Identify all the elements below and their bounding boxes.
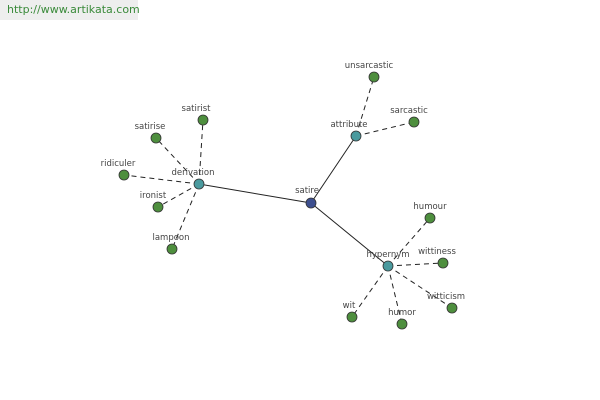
label-attribute[interactable]: attribute <box>330 120 367 130</box>
label-humour[interactable]: humour <box>413 202 447 212</box>
edge-derivation-ridiculer <box>123 174 200 185</box>
label-hypernym[interactable]: hypernym <box>366 250 409 260</box>
node-hypernym[interactable] <box>382 260 394 272</box>
edge-satire-attribute <box>310 135 357 204</box>
label-wit[interactable]: wit <box>343 301 356 311</box>
edge-hypernym-wit <box>351 265 389 318</box>
edge-hypernym-humor <box>387 265 403 325</box>
label-witticism[interactable]: witticism <box>427 292 465 302</box>
label-ironist[interactable]: ironist <box>140 191 167 201</box>
node-wit[interactable] <box>346 311 358 323</box>
label-unsarcastic[interactable]: unsarcastic <box>345 61 394 71</box>
node-unsarcastic[interactable] <box>368 71 380 83</box>
edge-derivation-ironist <box>157 183 200 208</box>
labels-layer: satire derivation attribute hypernym satiris… <box>101 61 465 318</box>
edge-satire-hypernym <box>310 202 389 267</box>
label-ridiculer[interactable]: ridiculer <box>101 159 136 169</box>
edge-derivation-satirise <box>155 137 200 185</box>
node-humour[interactable] <box>424 212 436 224</box>
node-humor[interactable] <box>396 318 408 330</box>
source-url-banner[interactable]: http://www.artikata.com <box>0 0 140 20</box>
node-satirise[interactable] <box>150 132 162 144</box>
label-lampoon[interactable]: lampoon <box>152 233 189 243</box>
node-satirist[interactable] <box>197 114 209 126</box>
label-sarcastic[interactable]: sarcastic <box>390 106 428 116</box>
node-ridiculer[interactable] <box>118 169 130 181</box>
label-satirise[interactable]: satirise <box>135 122 166 132</box>
edge-satire-derivation <box>198 183 312 204</box>
edge-hypernym-wittiness <box>387 262 444 267</box>
edge-attribute-sarcastic <box>355 121 415 137</box>
node-witticism[interactable] <box>446 302 458 314</box>
edge-hypernym-humour <box>387 217 431 267</box>
node-lampoon[interactable] <box>166 243 178 255</box>
edge-derivation-satirist <box>198 119 204 185</box>
label-humor[interactable]: humor <box>388 308 416 318</box>
edge-derivation-lampoon <box>171 183 200 250</box>
node-wittiness[interactable] <box>437 257 449 269</box>
node-attribute[interactable] <box>350 130 362 142</box>
node-derivation[interactable] <box>193 178 205 190</box>
label-wittiness[interactable]: wittiness <box>418 247 456 257</box>
label-satire[interactable]: satire <box>295 186 319 196</box>
edges-layer <box>123 76 453 325</box>
nodes-layer <box>118 71 458 330</box>
node-satire[interactable] <box>305 197 317 209</box>
edge-hypernym-witticism <box>387 265 453 309</box>
node-ironist[interactable] <box>152 201 164 213</box>
node-sarcastic[interactable] <box>408 116 420 128</box>
edge-attribute-unsarcastic <box>355 76 375 137</box>
label-derivation[interactable]: derivation <box>171 168 214 178</box>
label-satirist[interactable]: satirist <box>182 104 212 114</box>
